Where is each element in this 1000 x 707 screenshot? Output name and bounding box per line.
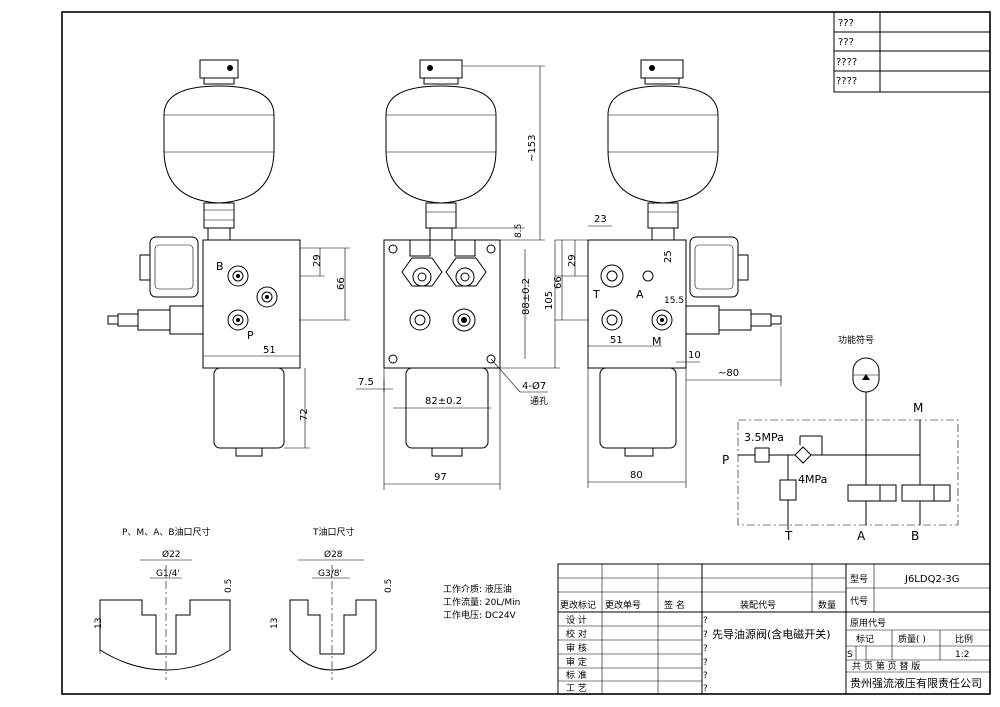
dim-72: 72	[299, 408, 310, 421]
port-label-P: P	[247, 329, 254, 342]
mass-label: 质量( )	[898, 633, 926, 645]
port-detail-right-depth: 13	[270, 618, 280, 629]
dim-8-5: 8.5	[514, 224, 524, 238]
dim-97: 97	[434, 472, 447, 483]
schematic-label-M: M	[913, 401, 923, 415]
rev-header-qty: 数量	[818, 599, 836, 611]
port-detail-right: T油口尺寸 Ø28 G3/8' 13 0.5	[270, 526, 394, 680]
dim-51-right: 51	[610, 335, 623, 346]
role-process: 工 艺	[566, 683, 587, 694]
hydraulic-schematic: 功能符号 M P T A B 3.5MPa 4MPa	[722, 334, 959, 543]
dim-66-right: 66	[553, 276, 564, 289]
schematic-label-T: T	[784, 529, 793, 543]
q-mark-1: ?	[703, 616, 708, 626]
q-mark-4: ?	[703, 658, 708, 668]
schematic-label-B: B	[911, 529, 919, 543]
sheet-border	[61, 11, 991, 695]
mark-label: 标记	[856, 633, 874, 645]
model-value: J6LDQ2-3G	[904, 574, 960, 585]
rev-header-number: 更改单号	[605, 599, 641, 611]
schematic-label-A: A	[857, 529, 866, 543]
right-view: T A M 23 29 66 25 15.5 51 10 ~80	[553, 59, 782, 488]
port-detail-left-thread: G1/4'	[156, 569, 180, 579]
left-view: B P 51 29 66 72	[107, 59, 350, 457]
dim-66-left: 66	[336, 277, 347, 290]
revision-label-1: ???	[838, 18, 854, 29]
rev-header-sign: 签 名	[664, 599, 685, 611]
scale-label: 比例	[955, 633, 973, 645]
dim-51-left: 51	[263, 345, 276, 356]
revision-box: ??? ??? ???? ????	[833, 11, 991, 93]
port-detail-left-chamfer: 0.5	[224, 579, 234, 593]
title-block: 更改标记 更改单号 签 名 装配代号 数量 设 计 校 对 审 核 审 定 标 …	[557, 563, 991, 695]
model-label: 型号	[850, 574, 868, 585]
spec-medium: 工作介质: 液压油	[443, 583, 512, 595]
port-detail-right-dia: Ø28	[324, 549, 343, 560]
dim-105: 105	[544, 291, 555, 310]
port-detail-right-title: T油口尺寸	[312, 526, 355, 538]
role-check: 校 对	[566, 628, 587, 640]
port-detail-left-title: P、M、A、B油口尺寸	[122, 526, 211, 538]
spec-voltage: 工作电压: DC24V	[443, 609, 517, 621]
pressure-label-3-5: 3.5MPa	[744, 431, 784, 444]
q-mark-5: ?	[703, 671, 708, 681]
q-mark-2: ?	[703, 630, 708, 640]
mark-value: S	[847, 650, 853, 660]
dim-25: 25	[663, 250, 674, 263]
center-view: ~153 8.5 105 88±0.2 7.5 82±0.2 97 4-Ø7 通…	[356, 59, 560, 490]
revision-label-2: ???	[838, 37, 854, 48]
dim-23: 23	[594, 214, 607, 225]
port-label-M-view: M	[652, 335, 662, 348]
dim-15-5: 15.5	[664, 296, 684, 306]
spec-flow: 工作流量: 20L/Min	[443, 596, 520, 608]
port-detail-right-chamfer: 0.5	[384, 579, 394, 593]
revision-label-4: ????	[836, 76, 857, 87]
schematic-label-P: P	[722, 453, 729, 467]
scale-value: 1:2	[955, 650, 969, 660]
company-name: 贵州强流液压有限责任公司	[850, 676, 982, 690]
dim-82: 82±0.2	[425, 396, 462, 407]
dim-10: 10	[688, 350, 701, 361]
role-approve: 审 定	[566, 656, 587, 668]
port-label-T-view: T	[592, 288, 600, 301]
dim-80-approx: ~80	[718, 368, 739, 379]
dim-7-5: 7.5	[358, 377, 374, 388]
schematic-title: 功能符号	[838, 334, 874, 346]
dim-88: 88±0.2	[521, 278, 532, 315]
dim-4-holes-sub: 通孔	[530, 396, 548, 407]
used-code-label: 原用代号	[850, 618, 886, 629]
product-name: 先导油源阀(含电磁开关)	[712, 627, 831, 641]
sheet-info: 共 页 第 页 替 版	[852, 660, 920, 672]
port-detail-left-dia: Ø22	[162, 549, 181, 560]
rev-header-assembly: 装配代号	[740, 599, 776, 611]
dim-80: 80	[630, 470, 643, 481]
port-detail-right-thread: G3/8'	[318, 569, 342, 579]
role-review: 审 核	[566, 642, 587, 654]
rev-header-mark: 更改标记	[560, 599, 596, 611]
q-mark-6: ?	[703, 684, 708, 694]
pressure-label-4: 4MPa	[798, 473, 827, 486]
spec-notes: 工作介质: 液压油 工作流量: 20L/Min 工作电压: DC24V	[443, 583, 520, 621]
dim-29-right: 29	[567, 254, 578, 267]
revision-label-3: ????	[836, 57, 857, 68]
dim-4-holes: 4-Ø7	[522, 380, 546, 392]
code-label: 代号	[850, 596, 868, 607]
role-design: 设 计	[566, 614, 587, 626]
port-detail-left: P、M、A、B油口尺寸 Ø22 G1/4' 13 0.5	[94, 526, 234, 680]
dim-153: ~153	[527, 135, 538, 162]
port-label-B: B	[216, 260, 224, 273]
q-mark-3: ?	[703, 644, 708, 654]
role-standard: 标 准	[566, 669, 587, 681]
port-detail-left-depth: 13	[94, 618, 104, 629]
dim-29-left: 29	[312, 254, 323, 267]
port-label-A-view: A	[636, 288, 644, 301]
